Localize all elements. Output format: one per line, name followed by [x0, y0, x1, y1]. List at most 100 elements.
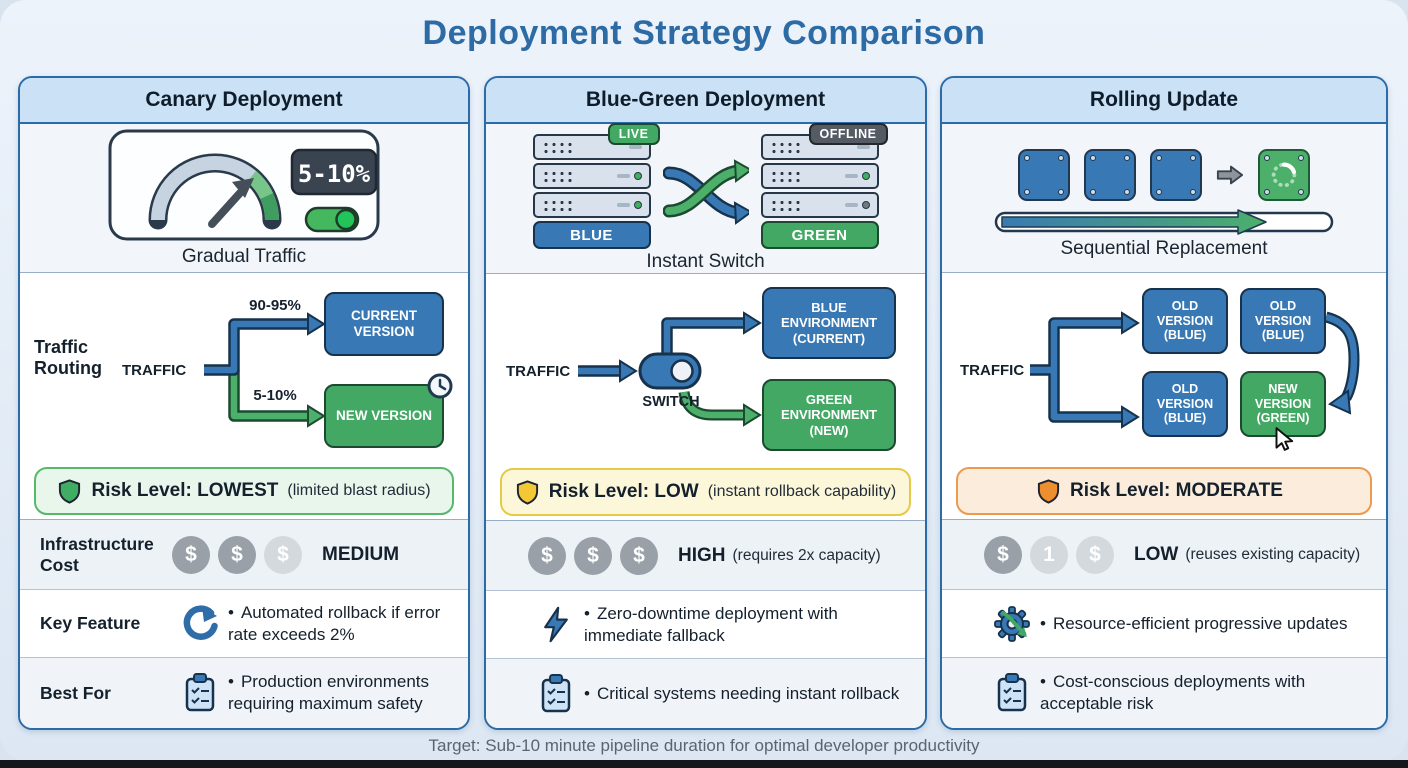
risk-level-text: Risk Level: MODERATE	[1070, 480, 1283, 501]
server-unit	[532, 134, 651, 160]
dollar-icon: $	[528, 536, 566, 575]
rollback-icon	[172, 603, 228, 645]
shield-icon	[1037, 478, 1060, 504]
key-feature-text: •Zero-downtime deployment with immediate…	[584, 603, 894, 647]
cost-note: (requires 2x capacity)	[732, 546, 881, 564]
drive-slot	[844, 203, 858, 207]
blue-green-visual-section: LIVE BLUE OFFLINE	[486, 123, 925, 274]
screw-dot	[1090, 154, 1096, 161]
clipboard-icon	[984, 672, 1040, 714]
old-version-box-1: OLD VERSION (BLUE)	[1142, 288, 1228, 354]
offline-badge: OFFLINE	[808, 123, 888, 145]
green-plate: GREEN	[760, 221, 879, 249]
clipboard-icon	[172, 672, 228, 714]
rolling-feature-row: •Resource-efficient progressive updates	[942, 590, 1386, 658]
old-version-text: OLD VERSION (BLUE)	[1156, 298, 1214, 343]
target-footer-text: Target: Sub-10 minute pipeline duration …	[428, 736, 980, 755]
bullet: •	[1040, 613, 1046, 633]
server-unit	[760, 192, 879, 218]
server-unit	[532, 192, 651, 218]
screw-dot	[1058, 188, 1064, 195]
card-canary-deployment: Canary Deployment 5-10% Gradual Traffic	[18, 76, 470, 730]
risk-level-note: (limited blast radius)	[287, 482, 431, 499]
screw-dot	[1124, 188, 1130, 195]
blue-environment-box: BLUE ENVIRONMENT (CURRENT)	[762, 287, 896, 359]
vent-dots	[769, 141, 800, 153]
blue-green-visual-caption: Instant Switch	[646, 251, 765, 272]
blue-environment-text: BLUE ENVIRONMENT (CURRENT)	[780, 300, 878, 346]
risk-pill: Risk Level: LOW (instant rollback capabi…	[500, 468, 911, 516]
canary-visual-section: 5-10% Gradual Traffic	[20, 124, 468, 273]
spinner-icon	[1271, 161, 1297, 187]
vent-dots	[541, 141, 572, 153]
canary-cost-row: Infrastructure Cost $ $ $ MEDIUM	[20, 520, 468, 590]
risk-level-text: Risk Level: LOW	[548, 481, 699, 502]
dollar-icon: $	[984, 535, 1022, 574]
new-version-box: NEW VERSION	[324, 373, 453, 448]
green-environment-text: GREEN ENVIRONMENT (NEW)	[780, 392, 878, 438]
drive-slot	[616, 203, 630, 207]
old-version-text: OLD VERSION (BLUE)	[1254, 298, 1312, 343]
blue-green-cost-row: $ $ $ HIGH (requires 2x capacity)	[486, 521, 925, 591]
screw-dot	[1058, 154, 1064, 161]
new-version-text: NEW VERSION (GREEN)	[1254, 381, 1312, 426]
best-for-text: • Critical systems needing instant rollba…	[584, 683, 909, 705]
card-blue-green-deployment: Blue-Green Deployment LIVE BLUE	[484, 76, 927, 730]
green-server-stack: OFFLINE GREEN	[760, 123, 888, 249]
drive-slot	[628, 145, 642, 149]
card-title-blue-green: Blue-Green Deployment	[486, 78, 925, 124]
rolling-cost-row: $ 1 $ LOW (reuses existing capacity)	[942, 520, 1386, 590]
card-title-rolling: Rolling Update	[942, 78, 1386, 124]
dollar-icon: $	[1076, 535, 1114, 574]
canary-risk-row: Risk Level: LOWEST (limited blast radius…	[20, 463, 468, 520]
gauge-display-value: 5-10%	[298, 160, 371, 188]
screw-dot	[1156, 154, 1162, 161]
key-feature-text: •Automated rollback if error rate exceed…	[228, 602, 468, 646]
bullet: •	[584, 683, 590, 703]
vent-dots	[769, 199, 800, 211]
canary-routing-arrows	[204, 312, 326, 428]
best-for-label: Best For	[40, 682, 111, 703]
dollar-icon: $	[172, 535, 210, 574]
screw-dot	[1264, 188, 1270, 195]
screw-dot	[1298, 154, 1304, 161]
bullet: •	[1040, 672, 1046, 692]
old-version-text: OLD VERSION (BLUE)	[1156, 381, 1214, 426]
best-for-value: Critical systems needing instant rollbac…	[596, 683, 900, 703]
screw-dot	[1298, 188, 1304, 195]
dollar-icon: 1	[1030, 535, 1068, 574]
drive-slot	[856, 145, 870, 149]
branch-percent-top: 90-95%	[249, 297, 301, 314]
new-version-text: NEW VERSION	[335, 408, 432, 424]
shield-icon	[59, 478, 81, 504]
progress-bar	[994, 208, 1334, 235]
shield-icon	[516, 479, 538, 505]
page-title: Deployment Strategy Comparison	[422, 14, 986, 52]
blue-green-routing-section: TRAFFIC SWITCH BLUE ENVIRONMENT (CURRENT…	[486, 274, 925, 464]
risk-pill: Risk Level: MODERATE	[956, 467, 1372, 515]
led-icon	[633, 201, 642, 209]
drive-slot	[616, 174, 630, 178]
screw-dot	[1190, 188, 1196, 195]
old-instance-node	[1018, 148, 1070, 201]
best-for-value: Cost-conscious deployments with acceptab…	[1040, 672, 1306, 713]
green-environment-box: GREEN ENVIRONMENT (NEW)	[762, 379, 896, 451]
canary-best-row: Best For •Production environments requir…	[20, 658, 468, 728]
canary-routing-section: Traffic Routing TRAFFIC 90-95% 5-10% CUR…	[20, 273, 468, 463]
server-unit	[532, 163, 651, 189]
cost-level: MEDIUM	[322, 543, 400, 565]
gauge-icon: 5-10%	[108, 129, 380, 241]
cost-level: HIGH	[678, 544, 726, 566]
blue-green-risk-row: Risk Level: LOW (instant rollback capabi…	[486, 464, 925, 521]
gear-refresh-icon	[984, 605, 1040, 643]
key-feature-label: Key Feature	[40, 613, 141, 633]
screw-dot	[1090, 188, 1096, 195]
cost-note: (reuses existing capacity)	[1185, 545, 1361, 563]
dollar-icon: $	[218, 535, 256, 574]
key-feature-value: Automated rollback if error rate exceeds…	[228, 602, 441, 644]
led-icon	[633, 172, 642, 180]
screw-dot	[1024, 188, 1030, 195]
switch-label: SWITCH	[642, 394, 700, 410]
canary-visual-caption: Gradual Traffic	[181, 246, 307, 267]
screw-dot	[1024, 154, 1030, 161]
